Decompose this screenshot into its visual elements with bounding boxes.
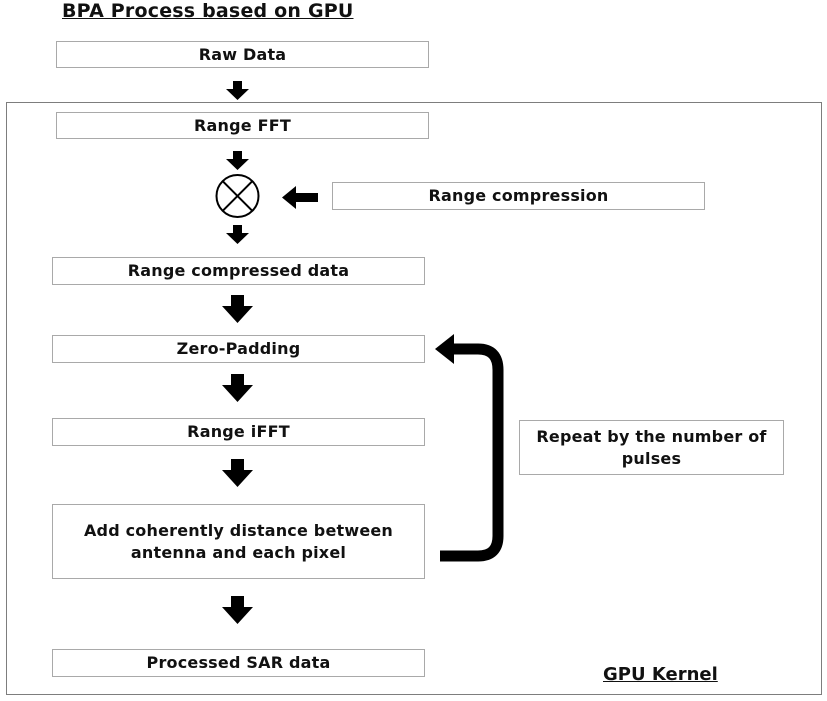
gpu-kernel-boundary <box>6 102 822 695</box>
repeat-loop-connector <box>440 343 504 562</box>
zero-padding-box: Zero-Padding <box>52 335 425 363</box>
range-compression-box: Range compression <box>332 182 705 210</box>
diagram-title: BPA Process based on GPU <box>62 0 354 22</box>
loop-arrowhead-icon <box>435 334 454 364</box>
add-coherently-box: Add coherently distance between antenna … <box>52 504 425 579</box>
repeat-loop-label: Repeat by the number of pulses <box>519 420 784 475</box>
arrow-ifft-to-add <box>222 459 253 487</box>
range-ifft-box: Range iFFT <box>52 418 425 446</box>
arrow-add-to-processed <box>222 596 253 624</box>
gpu-kernel-label: GPU Kernel <box>603 664 718 685</box>
arrow-zero-padding-to-ifft <box>222 374 253 402</box>
raw-data-box: Raw Data <box>56 41 429 68</box>
arrow-fft-to-multiply <box>226 151 249 170</box>
processed-sar-data-box: Processed SAR data <box>52 649 425 677</box>
range-compressed-data-box: Range compressed data <box>52 257 425 285</box>
arrow-multiply-to-compressed <box>226 225 249 244</box>
arrow-compressed-to-zero-padding <box>222 295 253 323</box>
arrow-raw-to-fft <box>226 81 249 100</box>
arrow-compression-to-multiply <box>282 186 318 209</box>
range-fft-box: Range FFT <box>56 112 429 139</box>
multiply-circle-icon <box>215 174 260 218</box>
